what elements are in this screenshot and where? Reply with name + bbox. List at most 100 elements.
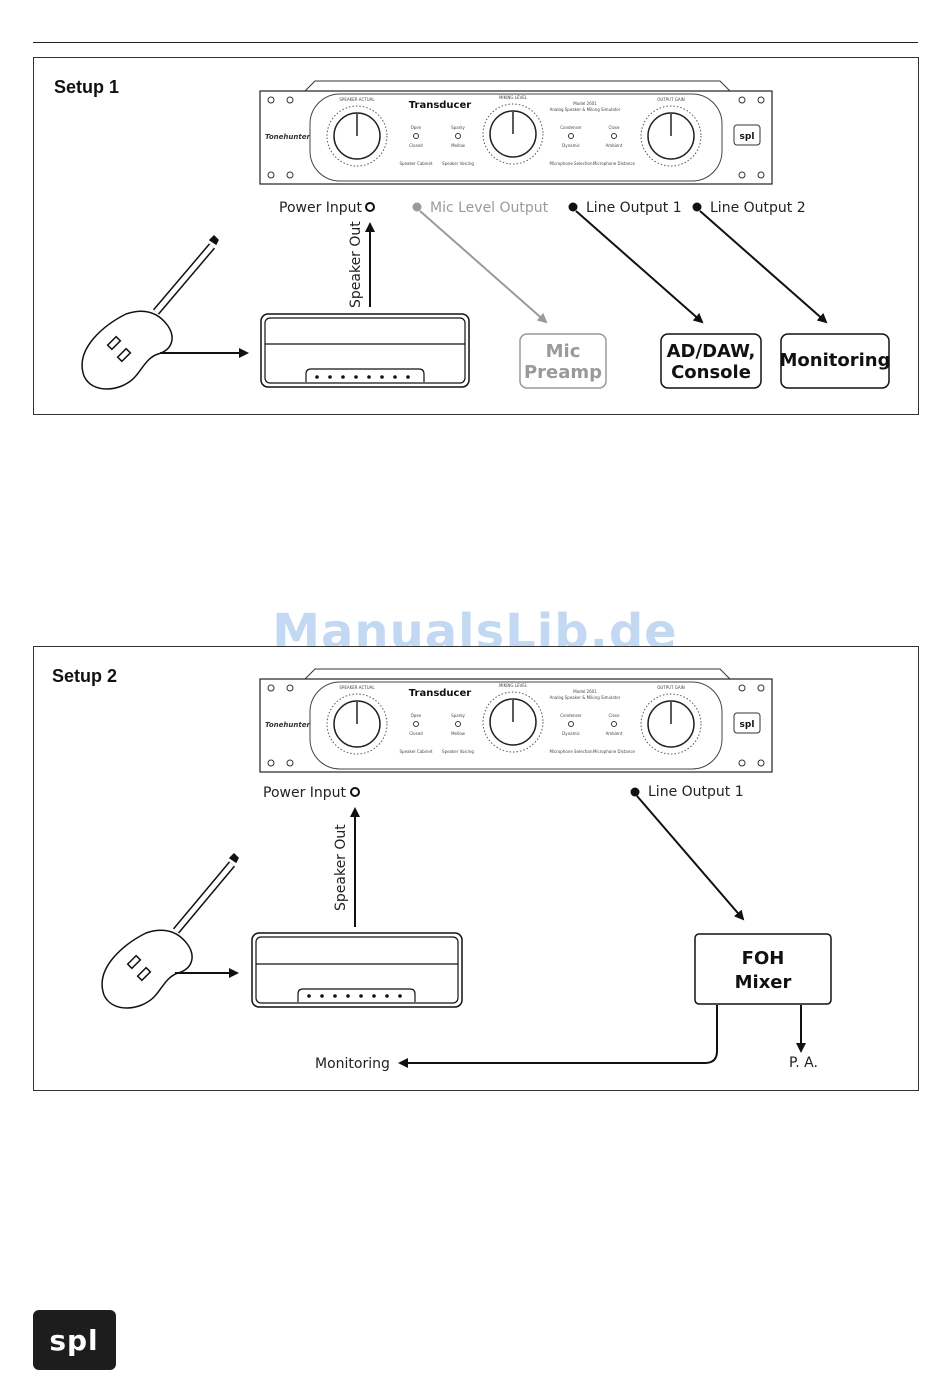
mic-level-arrow (419, 210, 548, 324)
monitoring-arrow (398, 1005, 718, 1068)
output-gain-knob[interactable] (640, 693, 702, 755)
monitoring-label: Monitoring (315, 1056, 390, 1072)
amp-head (251, 932, 463, 1008)
svg-text:Open: Open (411, 125, 422, 130)
svg-text:spl: spl (740, 132, 755, 142)
power-input-port (350, 787, 360, 797)
svg-text:Dynamic: Dynamic (562, 731, 580, 736)
transducer-device: Tonehunter SPEAKER ACTUAL MIKING LEVEL O… (259, 668, 773, 773)
svg-text:Sparky: Sparky (451, 713, 465, 718)
speaker-out-label: Speaker Out (333, 824, 349, 911)
spl-logo: spl (33, 1310, 116, 1370)
svg-text:Condenser: Condenser (560, 125, 582, 130)
setup-2-diagram: Tonehunter SPEAKER ACTUAL MIKING LEVEL O… (101, 668, 832, 1072)
svg-text:Microphone Selection: Microphone Selection (550, 749, 593, 754)
svg-text:Microphone Distance: Microphone Distance (593, 161, 636, 166)
svg-text:Monitoring: Monitoring (780, 350, 891, 371)
svg-text:Closed: Closed (409, 143, 423, 148)
line-output-1-label: Line Output 1 (586, 200, 682, 216)
svg-text:Console: Console (671, 362, 751, 383)
svg-text:AD/DAW,: AD/DAW, (667, 341, 756, 362)
svg-text:Preamp: Preamp (524, 362, 602, 383)
svg-text:Open: Open (411, 713, 422, 718)
monitoring-box: Monitoring (780, 333, 891, 389)
svg-text:Mixer: Mixer (735, 972, 792, 993)
svg-text:Analog Speaker & Miking Simula: Analog Speaker & Miking Simulator (550, 695, 621, 700)
guitar-icon (81, 234, 219, 390)
svg-text:FOH: FOH (742, 948, 785, 969)
svg-text:Ambient: Ambient (606, 143, 623, 148)
knob-3-label: OUTPUT GAIN (657, 97, 685, 102)
model-name: Transducer (409, 100, 471, 111)
miking-level-knob[interactable] (482, 103, 544, 165)
speaker-actual-knob[interactable] (326, 105, 388, 167)
power-input-port (365, 202, 375, 212)
svg-text:Mellow: Mellow (451, 143, 466, 148)
knob-2-label: MIKING LEVEL (499, 95, 528, 100)
line-output-1-label: Line Output 1 (648, 784, 744, 800)
svg-text:Close: Close (609, 125, 620, 130)
line-output-2-label: Line Output 2 (710, 200, 806, 216)
svg-text:Closed: Closed (409, 731, 423, 736)
knob-1-label: SPEAKER ACTUAL (339, 685, 375, 690)
svg-text:Ambient: Ambient (606, 731, 623, 736)
spl-logo-mark: spl (49, 1324, 98, 1357)
miking-level-knob[interactable] (482, 691, 544, 753)
svg-text:Speaker Cabinet: Speaker Cabinet (400, 161, 433, 166)
device-spl-badge: spl (733, 712, 761, 734)
spl-logo-text: spl (49, 1324, 98, 1357)
amp-head (260, 313, 470, 388)
svg-text:Model 2601: Model 2601 (573, 101, 597, 106)
mic-level-output-label: Mic Level Output (430, 200, 549, 216)
svg-text:Close: Close (609, 713, 620, 718)
svg-text:Sparky: Sparky (451, 125, 465, 130)
svg-text:Speaker Cabinet: Speaker Cabinet (400, 749, 433, 754)
model-name: Transducer (409, 688, 471, 699)
svg-text:spl: spl (740, 720, 755, 730)
line-output-1-port (630, 787, 640, 797)
setup-1-title: Setup 1 (54, 77, 120, 97)
line-output-1-port (568, 202, 578, 212)
svg-text:Mic: Mic (546, 341, 581, 362)
line-output-2-port (692, 202, 702, 212)
svg-text:Dynamic: Dynamic (562, 143, 580, 148)
speaker-out-label: Speaker Out (348, 221, 364, 308)
pa-label: P. A. (789, 1055, 818, 1071)
line-output-1-arrow (575, 210, 704, 324)
power-input-label: Power Input (279, 200, 363, 216)
ad-daw-console-box: AD/DAW, Console (660, 333, 762, 389)
speaker-actual-knob[interactable] (326, 693, 388, 755)
setup-1-diagram: Tonehunter SPEAKER ACTUAL MIKING LEVEL O… (81, 80, 891, 390)
svg-text:Mellow: Mellow (451, 731, 466, 736)
foh-mixer-box: FOH Mixer (694, 933, 832, 1005)
line-output-1-arrow (636, 795, 745, 921)
output-gain-knob[interactable] (640, 105, 702, 167)
brand-script: Tonehunter (265, 721, 310, 729)
svg-text:Microphone Distance: Microphone Distance (593, 749, 636, 754)
svg-text:Analog Speaker & Miking Simula: Analog Speaker & Miking Simulator (550, 107, 621, 112)
setup-1-panel: Setup 1 Tonehunter SP (33, 57, 919, 415)
setup-2-title: Setup 2 (52, 666, 118, 686)
svg-text:Speaker Voicing: Speaker Voicing (442, 161, 474, 166)
line-output-2-arrow (699, 210, 828, 324)
transducer-device: Tonehunter SPEAKER ACTUAL MIKING LEVEL O… (259, 80, 773, 185)
brand-script: Tonehunter (265, 133, 310, 141)
mic-preamp-box: Mic Preamp (519, 333, 607, 389)
knob-2-label: MIKING LEVEL (499, 683, 528, 688)
svg-text:Speaker Voicing: Speaker Voicing (442, 749, 474, 754)
svg-text:Model 2601: Model 2601 (573, 689, 597, 694)
svg-text:Microphone Selection: Microphone Selection (550, 161, 593, 166)
svg-text:Condenser: Condenser (560, 713, 582, 718)
top-rule (33, 42, 918, 43)
knob-3-label: OUTPUT GAIN (657, 685, 685, 690)
power-input-label: Power Input (263, 785, 347, 801)
setup-2-panel: Setup 2 Tonehunter SPEAKER ACTUAL (33, 646, 919, 1091)
